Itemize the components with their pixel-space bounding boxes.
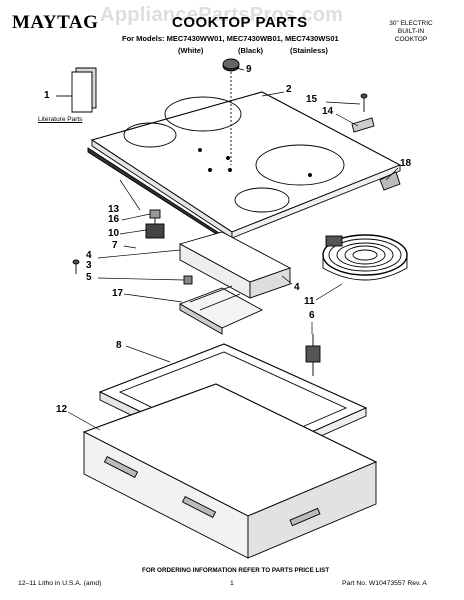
small-bracket	[183, 275, 193, 285]
page-number: 1	[230, 580, 234, 587]
callout-15: 15	[306, 94, 318, 105]
spec-line-1: 30" ELECTRIC	[389, 20, 433, 27]
part-number: Part No. W10473557 Rev. A	[342, 580, 427, 587]
callout-10: 10	[108, 228, 120, 239]
callout-leaders	[67, 67, 399, 431]
watermark: AppliancePartsPros.com	[100, 4, 344, 26]
literature-booklet	[56, 67, 97, 113]
color-stainless: (Stainless)	[290, 46, 328, 55]
callout-14: 14	[322, 106, 334, 117]
color-black: (Black)	[238, 46, 264, 55]
spec-line-2: BUILT-IN	[397, 28, 425, 35]
callout-7: 7	[112, 240, 118, 251]
spec-line-3: COOKTOP	[394, 36, 428, 43]
limiter-switch	[305, 334, 321, 376]
spec-block: 30" ELECTRIC BUILT-IN COOKTOP	[380, 20, 442, 44]
radiant-surface-element	[322, 234, 408, 281]
callout-5: 5	[86, 272, 92, 283]
terminal-block	[178, 285, 264, 335]
callout-6: 6	[309, 310, 315, 321]
screw-and-bracket	[351, 93, 375, 133]
infinite-switch	[145, 209, 165, 239]
ordering-note: FOR ORDERING INFORMATION REFER TO PARTS …	[142, 567, 330, 574]
callout-18: 18	[400, 158, 412, 169]
burner-box	[82, 383, 378, 559]
callout-12: 12	[56, 404, 68, 415]
side-trim	[379, 171, 401, 191]
brand-logo: MAYTAG	[12, 12, 99, 33]
models-line: For Models: MEC7430WW01, MEC7430WB01, ME…	[122, 34, 339, 43]
callout-9: 9	[246, 64, 252, 75]
callout-13: 13	[108, 204, 120, 215]
callout-16: 16	[108, 214, 120, 225]
callout-8: 8	[116, 340, 122, 351]
callout-4-right: 4	[294, 282, 300, 293]
callout-2: 2	[286, 84, 292, 95]
screw	[72, 259, 80, 274]
callout-17: 17	[112, 288, 124, 299]
literature-parts-label: Literature Parts	[38, 116, 83, 123]
litho-note: 12–11 Litho in U.S.A. (amd)	[18, 580, 102, 587]
callout-11: 11	[304, 296, 315, 307]
control-knob	[222, 58, 240, 165]
callout-1: 1	[44, 90, 50, 101]
cooktop-glass-top	[90, 91, 402, 239]
color-white: (White)	[178, 46, 204, 55]
page-title: COOKTOP PARTS	[172, 14, 308, 31]
switch-bracket	[178, 231, 292, 299]
callout-3: 3	[86, 260, 92, 271]
callout-4-left: 4	[86, 250, 92, 261]
